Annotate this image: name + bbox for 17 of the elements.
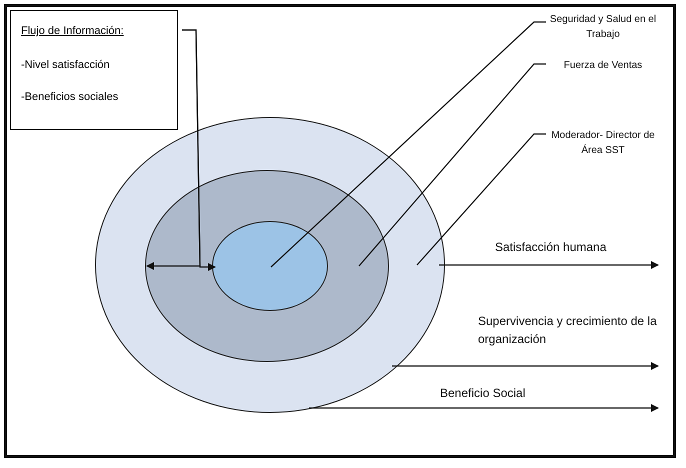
list-item: -Nivel satisfacción <box>21 59 110 71</box>
callout-label: Moderador- Director de Área SST <box>548 128 658 158</box>
edge-label: Satisfacción humana <box>495 239 608 256</box>
arrow <box>309 404 659 412</box>
edge-label: Beneficio Social <box>440 385 526 402</box>
edge-label: Supervivencia y crecimiento de la organización <box>478 313 658 348</box>
callout-label: Fuerza de Ventas <box>548 58 658 73</box>
callout-label: Seguridad y Salud en el Trabajo <box>548 12 658 42</box>
info-box <box>10 10 178 130</box>
list-item: -Beneficios sociales <box>21 91 118 103</box>
leader-line <box>416 133 546 266</box>
arrow <box>439 261 659 269</box>
leader-line <box>358 63 546 266</box>
arrow <box>182 29 216 271</box>
leader-line <box>270 21 546 268</box>
box-heading: Flujo de Información: <box>21 25 124 37</box>
arrow <box>392 362 659 370</box>
